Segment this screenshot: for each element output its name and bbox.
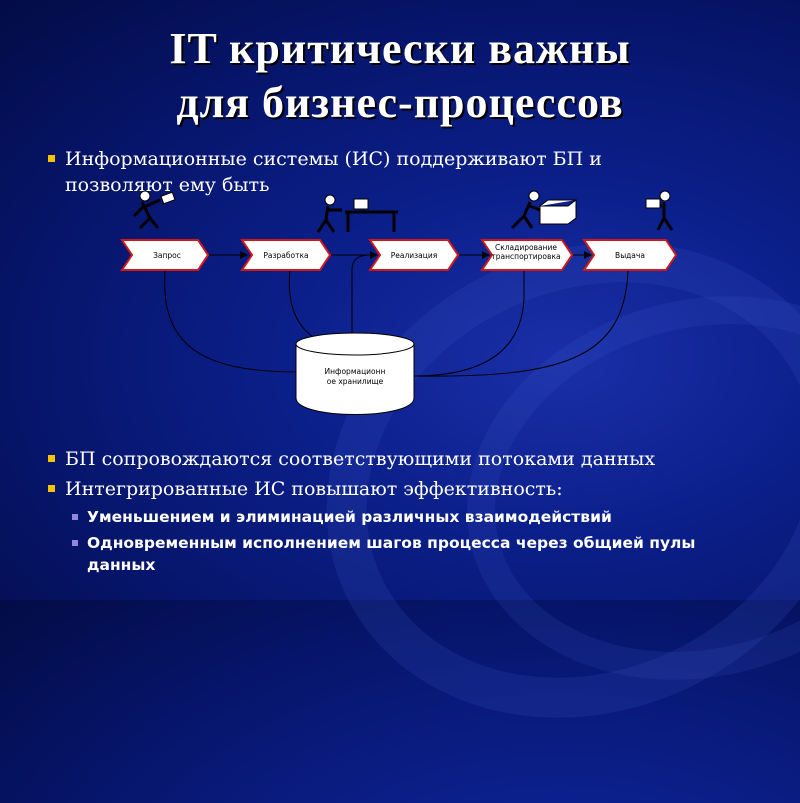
process-step-2 [240,239,332,271]
step-label: Реализация [391,251,437,260]
arrowhead [370,251,378,259]
person-with-box-icon [510,190,577,230]
bullet-text: БП сопровождаются соответствующими поток… [65,448,656,470]
flow-line [413,269,629,377]
process-step-1 [120,239,210,271]
step-label: Выдача [615,251,645,260]
sub-bullet-text: Одновременным исполнением шагов процесса… [87,534,696,574]
process-diagram: Запрос Разработка Реализация Складирован… [120,190,678,415]
person-delivering-icon [645,190,674,231]
flow-line [413,270,525,377]
sub-bullet-item: Уменьшением и элиминацией различных взаи… [72,506,762,528]
step-4-label-box: Складирование транспортировка [491,243,561,261]
flow-line [164,269,299,373]
bullet-marker [48,155,55,162]
sub-bullet-text: Уменьшением и элиминацией различных взаи… [87,508,612,526]
bullet-marker [48,485,55,492]
sub-bullet-marker [72,540,78,546]
storage-label: ое хранилище [327,377,384,386]
process-step-5 [582,239,678,271]
person-requesting-icon [132,190,176,230]
arrowhead [240,251,248,259]
flow-line [351,254,371,336]
sub-bullet-marker [72,514,78,520]
step-label: Складирование транспортировка [491,243,561,261]
storage-label: Информационн [325,367,386,376]
bullet-item: Интегрированные ИС повышают эффективност… [48,476,768,502]
bullet-item: БП сопровождаются соответствующими поток… [48,446,768,472]
bullet-text: Информационные системы (ИС) поддерживают… [65,148,602,196]
title-line-2: для бизнес-процессов [176,78,624,127]
process-step-3 [368,239,460,271]
slide-title: IT критически важны для бизнес-процессов [0,22,800,130]
process-step-4 [480,239,574,271]
data-storage [295,332,415,415]
arrowhead [482,251,490,259]
bullet-marker [48,455,55,462]
step-label: Разработка [263,251,308,260]
person-at-desk-icon [316,194,398,233]
arrowhead [584,251,592,259]
bullet-text: Интегрированные ИС повышают эффективност… [65,478,563,500]
step-label: Запрос [153,251,181,260]
bullet-item: Информационные системы (ИС) поддерживают… [48,146,708,198]
sub-bullet-item: Одновременным исполнением шагов процесса… [72,532,762,576]
title-line-1: IT критически важны [169,24,631,73]
